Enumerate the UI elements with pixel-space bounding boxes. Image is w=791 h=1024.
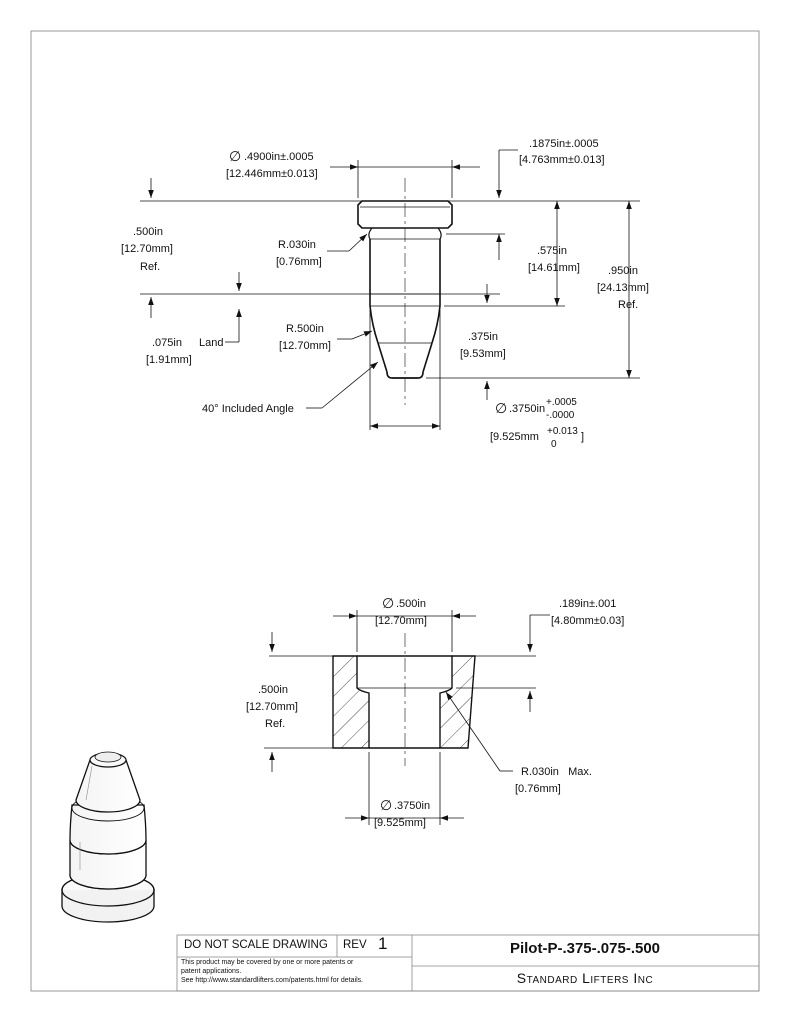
len-375-label: .375in: [468, 331, 498, 343]
body-tol-mm-close-label: ]: [581, 431, 584, 443]
land-075-label: .075in: [152, 337, 182, 349]
diameter-symbol-3: ∅: [382, 595, 394, 611]
depth-500-mm-label: [12.70mm]: [246, 701, 298, 713]
len-575-label: .575in: [537, 245, 567, 257]
head-height-label: .1875in±.0005: [529, 138, 599, 150]
radius-500-label: R.500in: [286, 323, 324, 335]
radius-030-mm-label: [0.76mm]: [276, 256, 322, 268]
ref-500-ref-label: Ref.: [140, 261, 160, 273]
head-diameter-label: .4900in±.0005: [244, 151, 314, 163]
land-075-mm-label: [1.91mm]: [146, 354, 192, 366]
body-diameter-label: .3750in: [509, 403, 545, 415]
land-word-label: Land: [199, 337, 223, 349]
len-375-mm-label: [9.53mm]: [460, 348, 506, 360]
radius-500-mm-label: [12.70mm]: [279, 340, 331, 352]
len-950-label: .950in: [608, 265, 638, 277]
radius-max-mm-label: [0.76mm]: [515, 783, 561, 795]
rev-label: REV: [343, 939, 367, 951]
depth-500-ref-label: Ref.: [265, 718, 285, 730]
rev-value: 1: [378, 934, 388, 953]
hole-diameter-mm-label: [9.525mm]: [374, 817, 426, 829]
head-height-mm-label: [4.763mm±0.013]: [519, 154, 605, 166]
angle-label: 40° Included Angle: [202, 403, 294, 415]
counterbore-depth-label: .189in±.001: [559, 598, 616, 610]
hole-dimension-text: ∅ .500in [12.70mm] .189in±.001 [4.80mm±0…: [246, 595, 624, 829]
radius-max-label: R.030in Max.: [521, 766, 592, 778]
body-tol-mm-zero-label: 0: [551, 439, 557, 450]
pilot-dimension-text: ∅ .4900in±.0005 [12.446mm±0.013] .1875in…: [121, 138, 649, 450]
radius-030-label: R.030in: [278, 239, 316, 251]
hole-dimension-lines: [264, 610, 550, 825]
do-not-scale-label: DO NOT SCALE DRAWING: [184, 939, 328, 951]
diameter-symbol: ∅: [229, 148, 241, 164]
bore-diameter-mm-label: [12.70mm]: [375, 615, 427, 627]
ref-500-mm-label: [12.70mm]: [121, 243, 173, 255]
patent-notice-line-1: This product may be covered by one or mo…: [181, 959, 354, 966]
diameter-symbol-4: ∅: [380, 797, 392, 813]
body-diameter-mm-label: [9.525mm: [490, 431, 539, 443]
head-diameter-mm-label: [12.446mm±0.013]: [226, 168, 318, 180]
company-name: Standard Lifters Inc: [516, 970, 654, 986]
pilot-dimension-lines: [140, 149, 640, 430]
body-tol-minus-label: -.0000: [546, 410, 575, 421]
isometric-part-view: [61, 751, 155, 923]
title-block: [176, 934, 760, 992]
diameter-symbol-2: ∅: [495, 400, 507, 416]
patent-notice-line-3: See http://www.standardlifters.com/paten…: [181, 977, 364, 984]
len-575-mm-label: [14.61mm]: [528, 262, 580, 274]
body-tol-plus-label: +.0005: [546, 397, 577, 408]
patent-notice-line-2: patent applications.: [181, 968, 242, 975]
ref-500-label: .500in: [133, 226, 163, 238]
hole-diameter-label: .3750in: [394, 800, 430, 812]
part-number-title: Pilot-P-.375-.075-.500: [509, 940, 661, 957]
bore-diameter-label: .500in: [396, 598, 426, 610]
counterbore-depth-mm-label: [4.80mm±0.03]: [551, 615, 624, 627]
depth-500-label: .500in: [258, 684, 288, 696]
len-950-mm-label: [24.13mm]: [597, 282, 649, 294]
body-tol-mm-plus-label: +0.013: [547, 426, 578, 437]
len-950-ref-label: Ref.: [618, 299, 638, 311]
hole-section-view: [332, 633, 476, 766]
pilot-side-view: [357, 178, 453, 405]
